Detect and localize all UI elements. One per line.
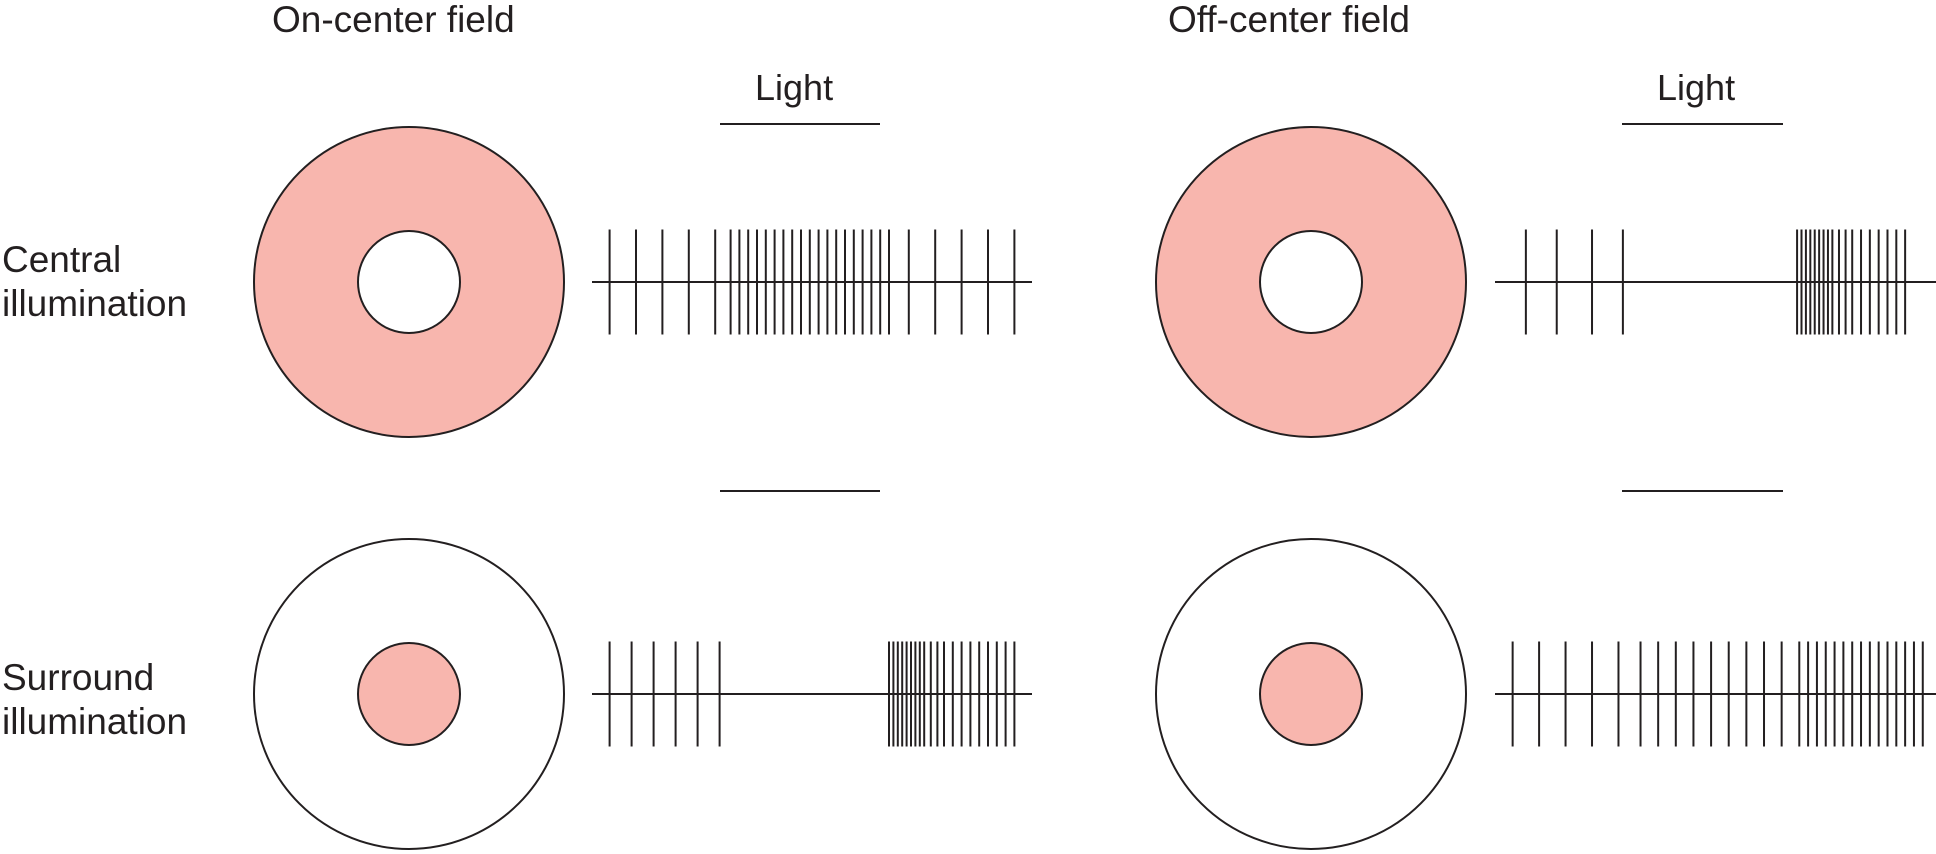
field-center-disc [1259,230,1363,334]
field-center-disc [357,642,461,746]
row-label-central-line1: Central [2,239,121,280]
off-center-title: Off-center field [1168,0,1410,40]
row-label-surround-line2: illumination [2,701,187,742]
field-center-disc [357,230,461,334]
row-label-surround-line1: Surround [2,657,154,698]
spike-train-off-center-surround [1495,641,1936,747]
on-center-title: On-center field [272,0,515,40]
receptive-field-off-center-central [1155,126,1467,438]
receptive-field-on-center-central [253,126,565,438]
spike-train-on-center-surround [592,641,1032,747]
receptive-field-off-center-surround [1155,538,1467,850]
spike-train-off-center-central [1495,229,1936,335]
field-center-disc [1259,642,1363,746]
row-label-central-line2: illumination [2,283,187,324]
light-label-on-center: Light [755,67,833,108]
light-label-off-center: Light [1657,67,1735,108]
spike-train-on-center-central [592,229,1032,335]
receptive-field-on-center-surround [253,538,565,850]
